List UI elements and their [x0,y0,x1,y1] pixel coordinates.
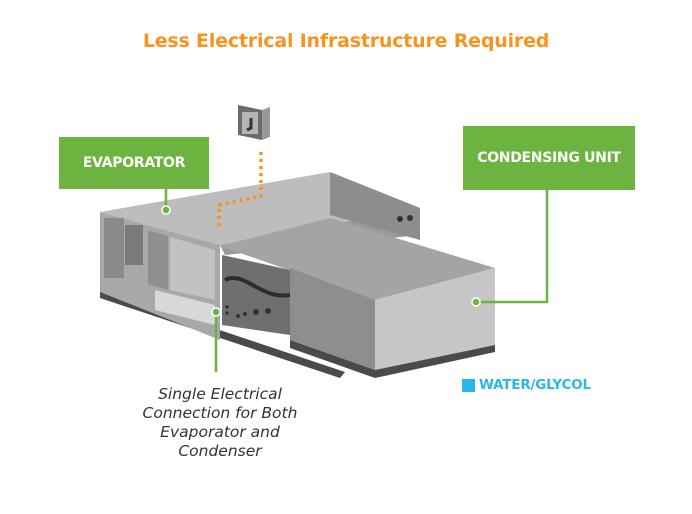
diagram-title: Less Electrical Infrastructure Required [142,30,550,52]
port-dot [407,215,413,221]
disconnect-switch-icon [238,105,270,140]
condensing-unit-label: CONDENSING UNIT [463,126,635,190]
panel-dot [253,309,259,315]
port-dot [397,216,403,222]
evaporator-interior-panel [125,225,143,265]
legend-label: WATER/GLYCOL [479,377,591,393]
panel-dot [236,314,240,318]
evaporator-marker [161,205,171,215]
condensing-marker [471,297,481,307]
panel-dot [225,311,229,315]
connection-caption: Single Electrical Connection for Both Ev… [125,385,315,461]
panel-dot [225,305,229,309]
connection-marker [211,307,221,317]
legend: WATER/GLYCOL [462,377,591,393]
evaporator-interior-panel [104,218,124,278]
evaporator-interior-panel [148,230,168,290]
condensing-left-face [290,268,375,370]
caption-line: Connection for Both [142,404,298,422]
evaporator-interior-panel [155,290,215,325]
condensing-leader-line [477,190,549,304]
condensing-right-face [375,268,495,370]
caption-line: Evaporator and [160,423,280,441]
caption-line: Condenser [178,442,262,460]
evaporator-label: EVAPORATOR [59,137,209,189]
panel-dot [265,308,271,314]
electrical-wire [217,152,263,230]
evaporator-side-face [330,172,420,240]
legend-swatch [462,378,475,392]
caption-line: Single Electrical [158,385,282,403]
electrical-cable [224,276,291,298]
condensing-top [220,218,495,300]
panel-dot [243,312,247,316]
condensing-base [290,340,495,378]
evaporator-interior-panel [170,237,215,300]
